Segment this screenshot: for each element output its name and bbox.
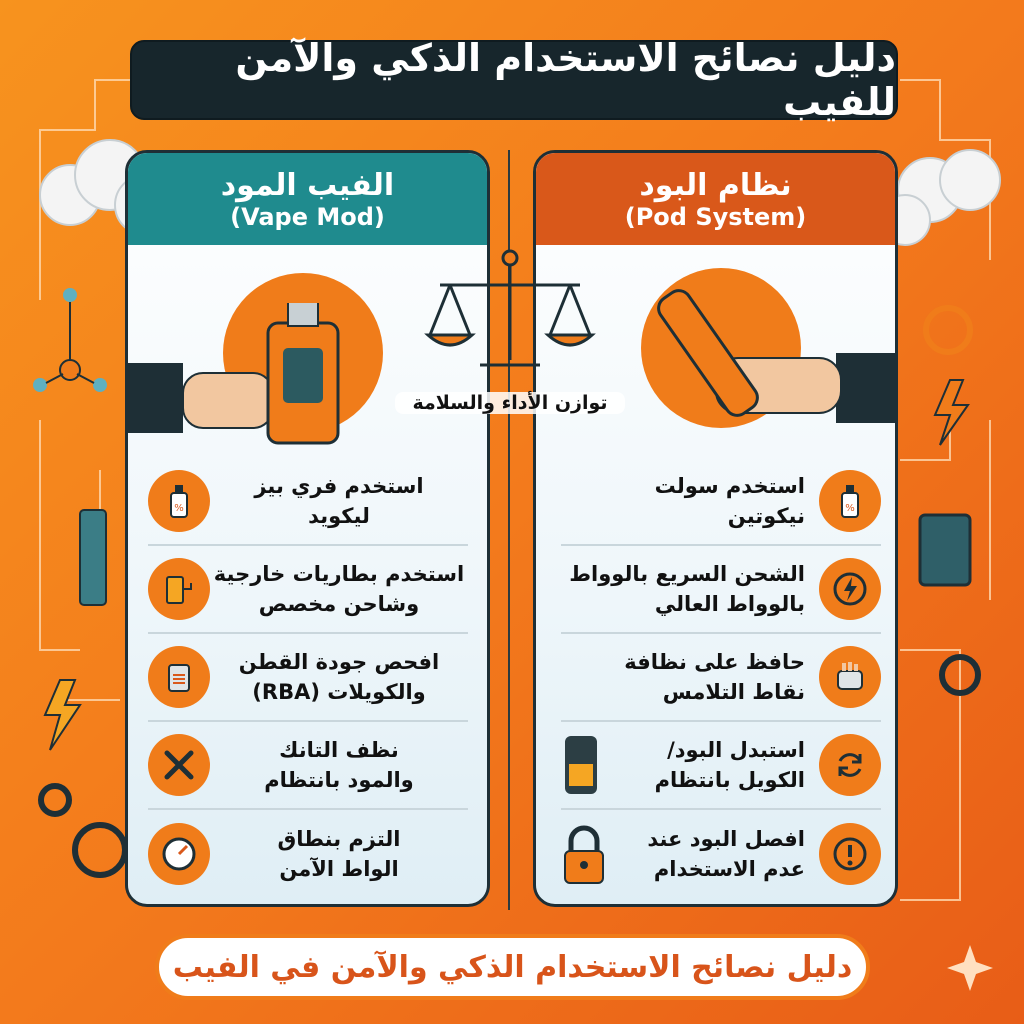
battery-box-icon (918, 513, 972, 587)
item-text: الكويل بانتظام (654, 768, 805, 792)
item-text: استخدم سولت (654, 474, 805, 498)
item-text: الواط الآمن (279, 857, 399, 881)
wrench-tools-icon (148, 734, 210, 796)
e-liquid-bottle-icon: % (148, 470, 210, 532)
lightning-icon (819, 558, 881, 620)
list-item: الشحن السريع بالوواط بالوواط العالي (561, 546, 881, 634)
list-item: التزم بنطاق الواط الآمن (148, 810, 468, 898)
pod-system-header: نظام البود (Pod System) (536, 153, 895, 245)
svg-text:%: % (174, 503, 184, 514)
item-text: نيكوتين (727, 504, 805, 528)
list-item: حافظ على نظافة نقاط التلامس (561, 634, 881, 722)
pod-system-title: نظام البود (639, 167, 792, 203)
vape-mod-subtitle: (Vape Mod) (230, 202, 385, 231)
page-title: دليل نصائح الاستخدام الذكي والآمن للفيب (130, 36, 898, 124)
list-item: افحص جودة القطن والكويلات (RBA) (148, 634, 468, 722)
cleaning-cloth-icon (819, 646, 881, 708)
svg-text:%: % (845, 503, 855, 514)
pod-cartridge-icon (565, 736, 597, 794)
list-item: % استخدم فري بيز ليكويد (148, 458, 468, 546)
item-text: ليكويد (308, 504, 370, 528)
battery-charger-icon (148, 558, 210, 620)
warning-icon (819, 823, 881, 885)
balance-caption: توازن الأداء والسلامة (395, 392, 625, 414)
padlock-icon (564, 825, 604, 884)
item-text: الشحن السريع بالوواط (569, 562, 805, 586)
item-text: استخدم بطاريات خارجية (213, 562, 465, 586)
center-divider (508, 150, 510, 910)
hand-holding-pod-icon (657, 289, 895, 423)
rba-coil-icon (148, 646, 210, 708)
footer-banner: دليل نصائح الاستخدام الذكي والآمن في الف… (155, 934, 870, 1000)
item-text: عدم الاستخدام (653, 857, 805, 881)
pod-system-panel: نظام البود (Pod System) % استخدم سولت نيك… (533, 150, 898, 907)
lightning-icon (933, 379, 970, 446)
list-item: افصل البود عند عدم الاستخدام (561, 810, 881, 898)
list-item: نظف التانك والمود بانتظام (148, 722, 468, 810)
item-text: افحص جودة القطن (238, 650, 440, 674)
pod-system-subtitle: (Pod System) (624, 202, 807, 231)
item-text: التزم بنطاق (277, 827, 401, 851)
item-text: افصل البود عند (647, 827, 805, 851)
vape-mod-panel: الفيب المود (Vape Mod) % استخدم فري بيز ل… (125, 150, 490, 907)
molecule-icon (33, 288, 107, 392)
vape-pen-icon (79, 509, 107, 606)
list-item: استبدل البود/الكويل بانتظام (561, 722, 881, 810)
vape-mod-header: الفيب المود (Vape Mod) (128, 153, 487, 245)
refresh-icon (819, 734, 881, 796)
list-item: استخدم بطاريات خارجية وشاحن مخصص (148, 546, 468, 634)
sparkle-icon (947, 945, 993, 991)
item-text: استبدل البود/ (667, 738, 805, 762)
item-text: نقاط التلامس (662, 680, 805, 704)
item-text: والكويلات (RBA) (252, 680, 426, 704)
gauge-icon (148, 823, 210, 885)
vape-mod-title: الفيب المود (220, 167, 395, 203)
item-text: حافظ على نظافة (624, 650, 805, 674)
list-item: % استخدم سولت نيكوتين (561, 458, 881, 546)
item-text: نظف التانك (279, 738, 399, 762)
item-text: استخدم فري بيز (254, 474, 424, 498)
balance-scale-icon (424, 249, 596, 367)
e-liquid-bottle-icon: % (819, 470, 881, 532)
item-text: بالوواط العالي (654, 592, 805, 616)
item-text: والمود بانتظام (264, 768, 414, 792)
hand-holding-mod-icon (128, 303, 340, 445)
lightning-icon (43, 679, 82, 751)
item-text: وشاحن مخصص (258, 592, 420, 616)
